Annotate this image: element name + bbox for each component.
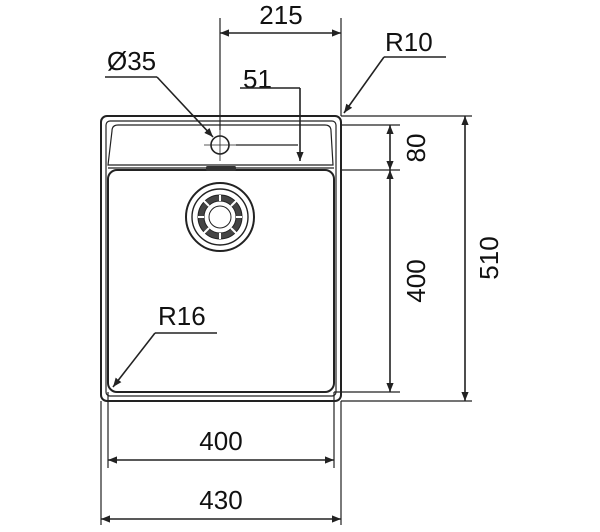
sink-rim-inner-line — [105, 120, 337, 397]
dimension-400-vertical-label: 400 — [401, 259, 431, 302]
dimension-215-label: 215 — [259, 0, 302, 30]
tap-hole-diameter-label: Ø35 — [107, 46, 156, 76]
dimension-80-label: 80 — [401, 134, 431, 163]
dimension-510-label: 510 — [474, 236, 504, 279]
tap-offset-label: 51 — [243, 64, 272, 94]
inner-radius-label: R16 — [158, 301, 206, 331]
outer-radius-leader — [343, 56, 385, 114]
dimension-400-horizontal-label: 400 — [199, 426, 242, 456]
tap-hole — [204, 129, 236, 161]
inner-radius-leader — [112, 332, 156, 388]
tap-hole-leader — [156, 76, 214, 138]
drain-strainer — [185, 182, 255, 252]
dimension-430-label: 430 — [199, 485, 242, 515]
outer-radius-label: R10 — [385, 27, 433, 57]
overflow-slot — [206, 166, 236, 171]
tap-ledge — [107, 124, 334, 166]
